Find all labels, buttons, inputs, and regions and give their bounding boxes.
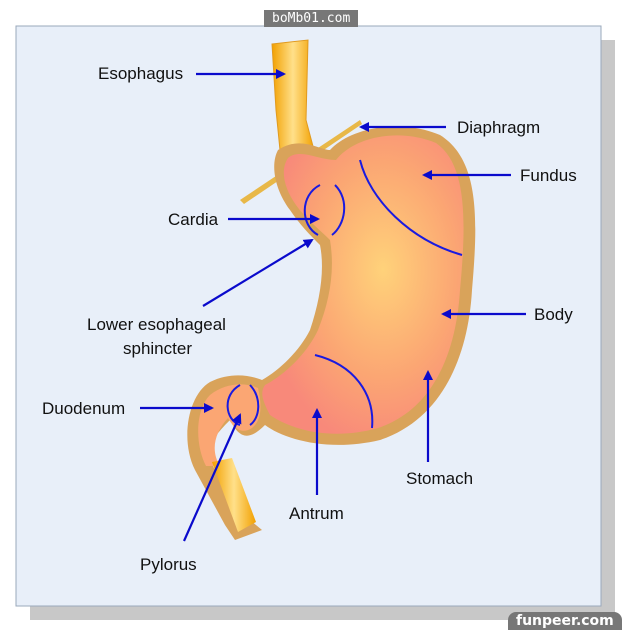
watermark-top: boMb01.com — [264, 10, 359, 27]
label-antrum: Antrum — [289, 504, 344, 523]
label-cardia: Cardia — [168, 210, 219, 229]
arrow-pylorus — [182, 413, 242, 542]
watermark-bottom: funpeer.com — [508, 612, 622, 630]
arrow-les — [202, 238, 314, 307]
label-diaphragm: Diaphragm — [457, 118, 540, 137]
label-stomach: Stomach — [406, 469, 473, 488]
label-les-line1: Lower esophageal — [87, 315, 226, 334]
label-pylorus: Pylorus — [140, 555, 197, 574]
cardia-boundary — [303, 184, 346, 236]
stomach-lining — [262, 135, 464, 434]
label-fundus: Fundus — [520, 166, 577, 185]
label-esophagus: Esophagus — [98, 64, 183, 83]
label-les-line2: sphincter — [123, 339, 192, 358]
duodenum-tube — [212, 458, 256, 532]
label-duodenum: Duodenum — [42, 399, 125, 418]
fundus-boundary — [359, 159, 463, 256]
panel — [15, 25, 602, 607]
label-body: Body — [534, 305, 573, 324]
antrum-boundary — [314, 354, 374, 429]
